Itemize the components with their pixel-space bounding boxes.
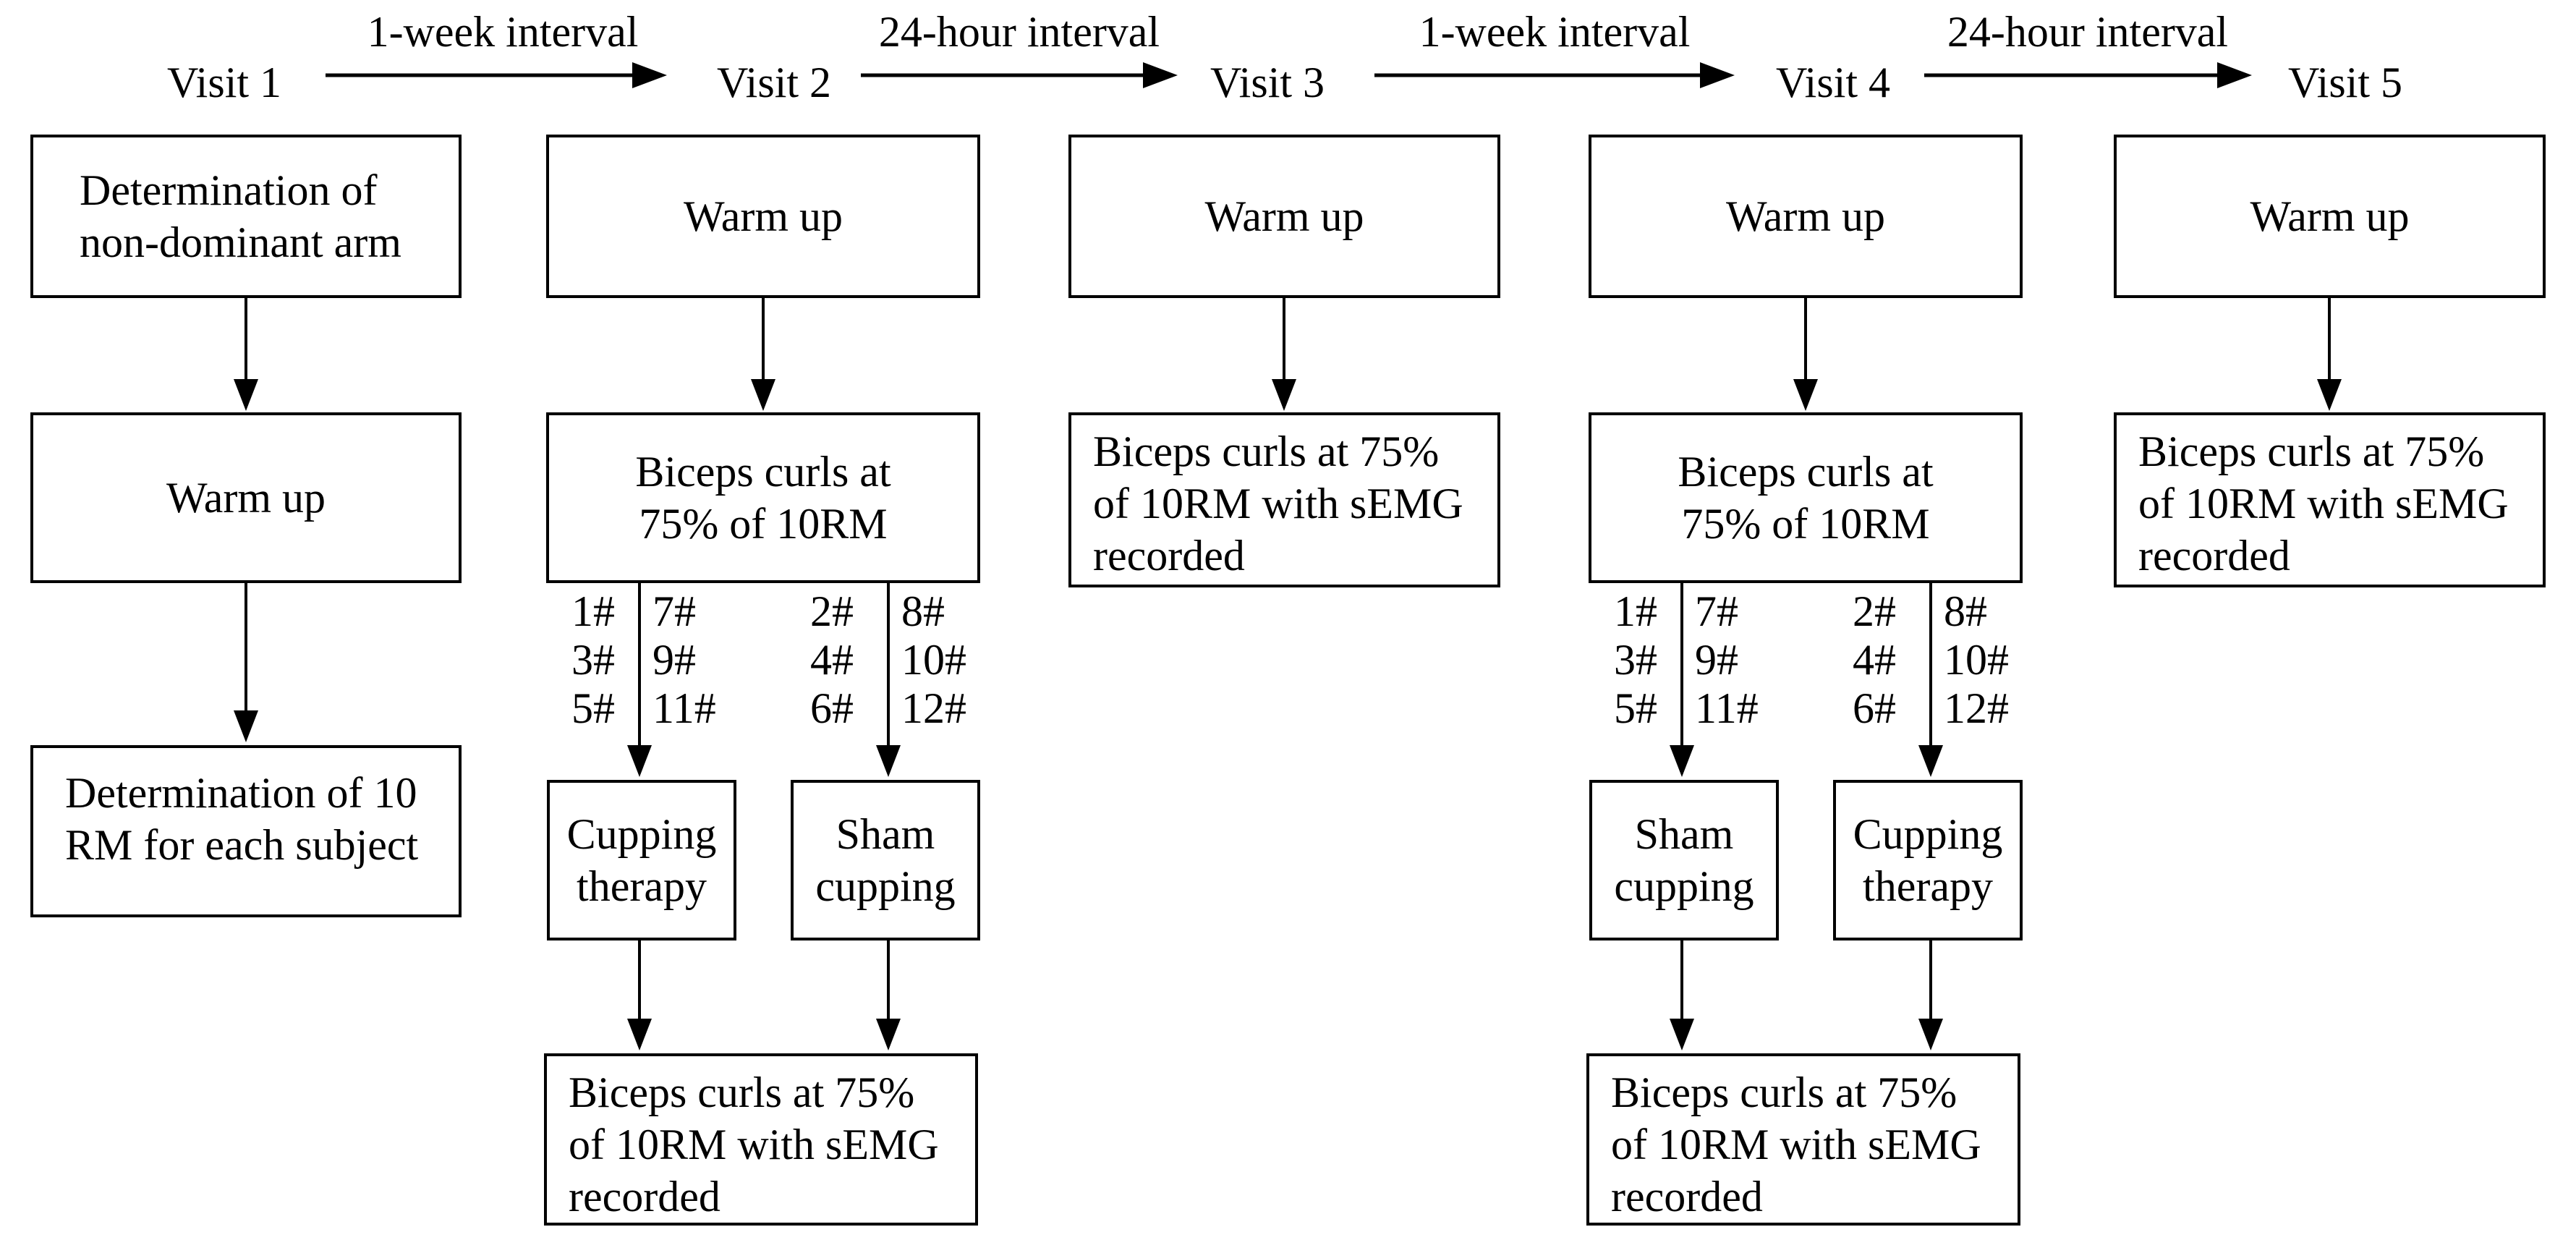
box-visit1-determine-arm: Determination of non-dominant arm xyxy=(30,135,462,298)
arrow-visit5-step1-step2 xyxy=(2317,298,2342,411)
branch-line-visit4-right xyxy=(1918,583,1943,777)
visit-label-4: Visit 4 xyxy=(1775,59,1891,106)
interval-arrow-4 xyxy=(1924,62,2252,88)
arrow-visit2-sham-final xyxy=(876,940,901,1050)
box-visit2-sham-cupping: Sham cupping xyxy=(791,780,980,940)
arrow-visit4-step1-step2 xyxy=(1793,298,1818,411)
interval-label-2: 24-hour interval xyxy=(878,8,1160,56)
interval-label-4: 24-hour interval xyxy=(1947,8,2229,56)
subjects-visit2-right-line-left: 2# 4# 6# xyxy=(810,587,854,732)
box-visit4-biceps-semg-final: Biceps curls at 75% of 10RM with sEMG re… xyxy=(1586,1053,2020,1226)
subjects-visit4-right-line-left: 2# 4# 6# xyxy=(1853,587,1896,732)
box-visit4-cupping-therapy: Cupping therapy xyxy=(1833,780,2023,940)
box-visit3-biceps-semg: Biceps curls at 75% of 10RM with sEMG re… xyxy=(1068,412,1500,587)
subjects-visit4-right-line-right: 8# 10# 12# xyxy=(1944,587,2009,732)
interval-arrow-2 xyxy=(861,62,1178,88)
box-visit5-biceps-semg: Biceps curls at 75% of 10RM with sEMG re… xyxy=(2114,412,2546,587)
subjects-visit2-right-line-right: 8# 10# 12# xyxy=(901,587,966,732)
box-visit4-warmup: Warm up xyxy=(1589,135,2023,298)
box-visit2-biceps-semg-final: Biceps curls at 75% of 10RM with sEMG re… xyxy=(544,1053,978,1226)
box-visit2-cupping-therapy: Cupping therapy xyxy=(547,780,736,940)
visit-label-5: Visit 5 xyxy=(2287,59,2403,106)
arrow-visit4-sham-final xyxy=(1670,940,1694,1050)
arrow-visit3-step1-step2 xyxy=(1272,298,1296,411)
box-visit4-sham-cupping: Sham cupping xyxy=(1589,780,1779,940)
interval-arrow-1 xyxy=(326,62,667,88)
box-visit1-determine-10rm: Determination of 10 RM for each subject xyxy=(30,745,462,917)
subjects-visit2-left-line-left: 1# 3# 5# xyxy=(571,587,615,732)
arrow-visit4-cupping-final xyxy=(1918,940,1943,1050)
arrow-visit2-cupping-final xyxy=(627,940,652,1050)
box-visit2-biceps-75: Biceps curls at 75% of 10RM xyxy=(546,412,980,583)
box-visit2-warmup: Warm up xyxy=(546,135,980,298)
box-visit3-warmup: Warm up xyxy=(1068,135,1500,298)
box-visit5-warmup: Warm up xyxy=(2114,135,2546,298)
arrow-visit1-step2-step3 xyxy=(234,583,258,742)
interval-label-3: 1-week interval xyxy=(1419,8,1691,56)
subjects-visit2-left-line-right: 7# 9# 11# xyxy=(652,587,716,732)
interval-label-1: 1-week interval xyxy=(367,8,639,56)
visit-label-1: Visit 1 xyxy=(166,59,282,106)
arrow-visit2-step1-step2 xyxy=(751,298,775,411)
box-visit4-biceps-75: Biceps curls at 75% of 10RM xyxy=(1589,412,2023,583)
branch-line-visit2-right xyxy=(876,583,901,777)
subjects-visit4-left-line-left: 1# 3# 5# xyxy=(1614,587,1657,732)
interval-arrow-3 xyxy=(1374,62,1735,88)
box-visit1-warmup: Warm up xyxy=(30,412,462,583)
visit-label-3: Visit 3 xyxy=(1210,59,1325,106)
branch-line-visit2-left xyxy=(627,583,652,777)
arrow-visit1-step1-step2 xyxy=(234,298,258,411)
branch-line-visit4-left xyxy=(1670,583,1694,777)
visit-label-2: Visit 2 xyxy=(716,59,832,106)
subjects-visit4-left-line-right: 7# 9# 11# xyxy=(1695,587,1759,732)
